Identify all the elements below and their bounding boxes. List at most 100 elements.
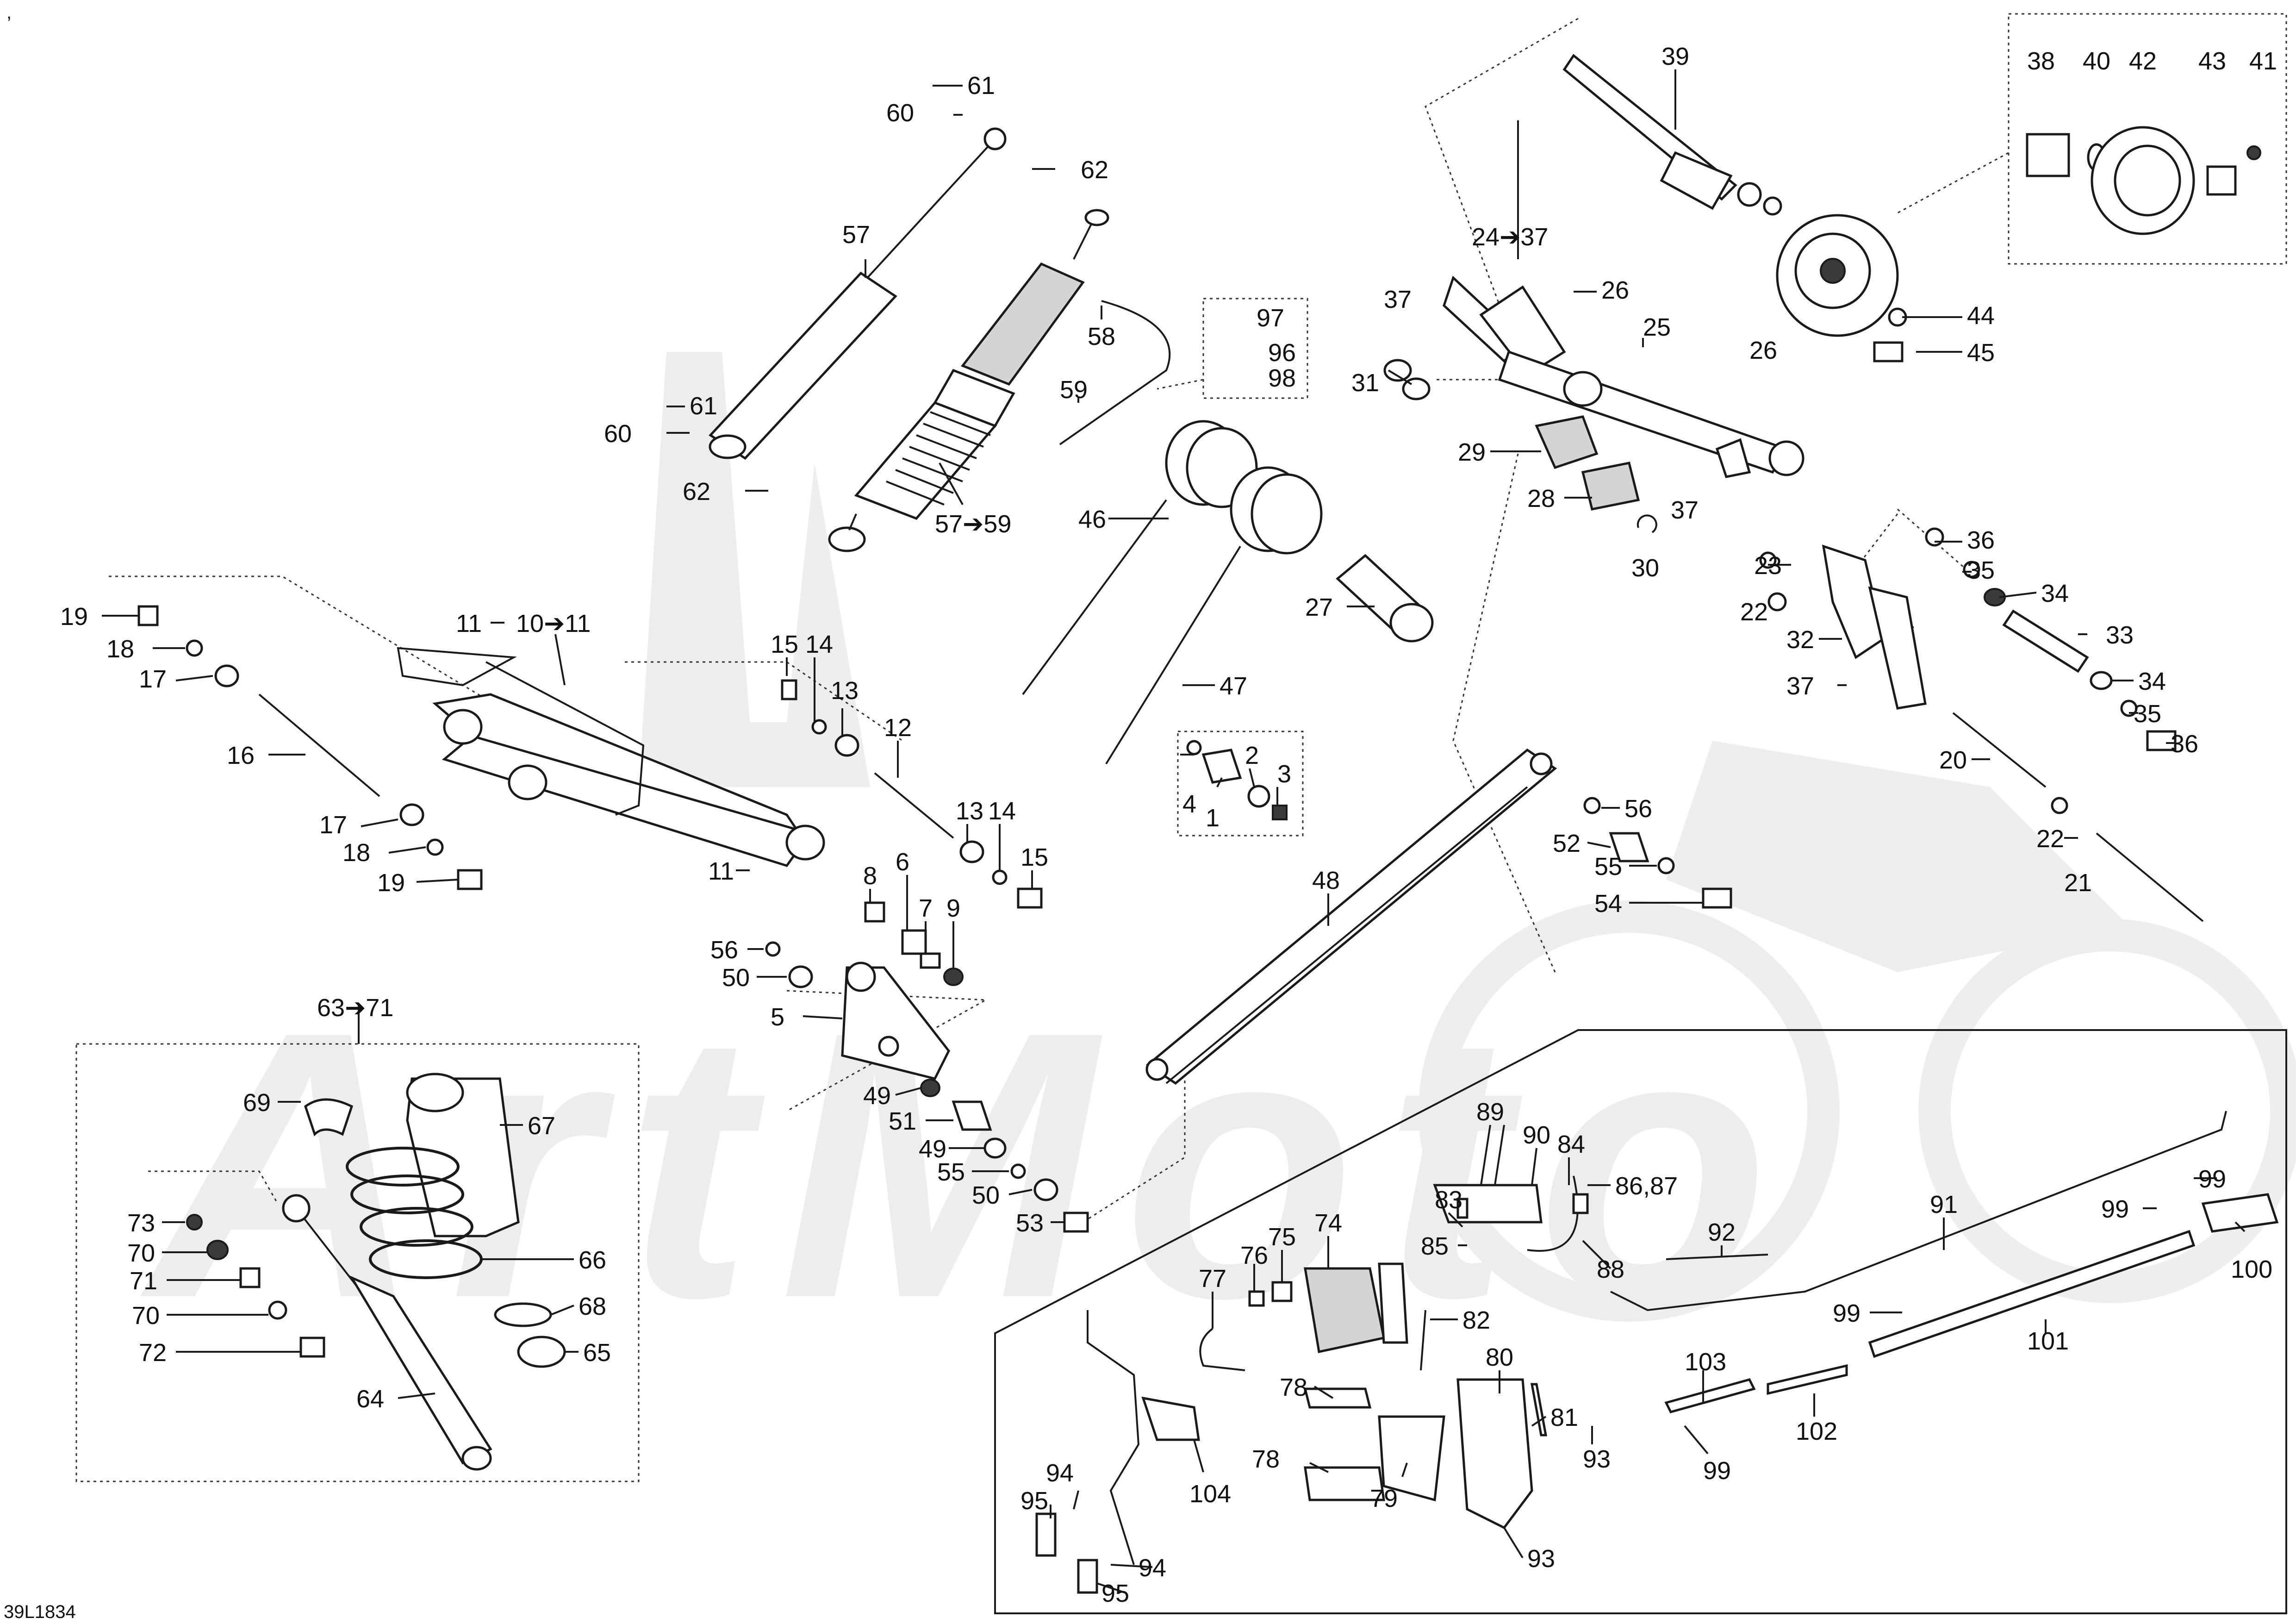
callout-15: 15: [771, 631, 798, 658]
callout-31: 31: [1351, 369, 1379, 397]
callout-42: 42: [2129, 47, 2157, 75]
leader-lines: [102, 69, 2246, 1593]
callout-64: 64: [356, 1385, 384, 1413]
swing-arm-24-37: [1443, 275, 1804, 478]
callout-58: 58: [1088, 323, 1115, 350]
group-box-63-71: [75, 1043, 640, 1482]
callout-54: 54: [1594, 890, 1622, 918]
callout-50: 50: [722, 964, 750, 992]
callout-18: 18: [106, 635, 134, 663]
callout-20: 20: [1939, 746, 1967, 774]
callout-90: 90: [1523, 1121, 1550, 1149]
callout-24-37: 24➔37: [1472, 223, 1548, 251]
callout-55: 55: [1594, 853, 1622, 881]
callout-11: 11: [708, 857, 734, 885]
callout-60: 60: [604, 420, 632, 448]
callout-49: 49: [919, 1135, 946, 1163]
callout-19: 19: [377, 869, 405, 897]
callout-85: 85: [1421, 1232, 1449, 1260]
callout-89: 89: [1476, 1098, 1504, 1126]
callout-37: 37: [1671, 496, 1699, 524]
callout-60: 60: [886, 99, 914, 127]
callout-66: 66: [579, 1246, 606, 1274]
group-box-97-98: [1202, 298, 1308, 399]
callout-72: 72: [139, 1339, 167, 1367]
callout-95: 95: [1020, 1487, 1048, 1515]
callout-77: 77: [1199, 1265, 1226, 1293]
callout-62: 62: [1081, 156, 1108, 184]
callout-86-87: 86,87: [1615, 1172, 1678, 1200]
callout-35: 35: [2134, 700, 2161, 728]
callout-53: 53: [1016, 1209, 1044, 1237]
callout-26: 26: [1749, 337, 1777, 364]
callout-50: 50: [972, 1181, 1000, 1209]
callout-95: 95: [1101, 1580, 1129, 1607]
hose-59: [1059, 300, 1171, 445]
idler-wheel-42: [1776, 214, 1907, 362]
callout-98: 98: [1268, 364, 1296, 392]
callout-75: 75: [1268, 1223, 1296, 1251]
callout-46: 46: [1078, 506, 1106, 533]
callout-69: 69: [243, 1089, 271, 1117]
callout-83: 83: [1435, 1186, 1462, 1214]
callout-65: 65: [583, 1339, 611, 1367]
callout-49: 49: [863, 1082, 891, 1110]
callout-99: 99: [2198, 1165, 2226, 1193]
callout-29: 29: [1458, 438, 1486, 466]
callout-48: 48: [1312, 867, 1340, 894]
callout-37: 37: [1786, 672, 1814, 700]
callout-82: 82: [1462, 1306, 1490, 1334]
callout-39: 39: [1661, 43, 1689, 70]
callout-5: 5: [771, 1003, 784, 1031]
callout-44: 44: [1967, 302, 1995, 330]
callout-34: 34: [2138, 668, 2166, 695]
rocker-5-hardware: [765, 901, 1089, 1233]
callout-8: 8: [863, 862, 877, 890]
callout-70: 70: [127, 1239, 155, 1267]
shaft-20: [1952, 712, 2047, 788]
callout-17: 17: [319, 811, 347, 839]
callout-38: 38: [2027, 47, 2055, 75]
callout-97: 97: [1257, 304, 1284, 332]
callout-84: 84: [1557, 1131, 1585, 1158]
rear-shock-63-71: [186, 1073, 566, 1471]
callout-11: 11: [456, 610, 482, 637]
callout-79: 79: [1370, 1485, 1398, 1512]
callout-56: 56: [1624, 795, 1652, 823]
watermark: ArtMoto: [136, 352, 2296, 1377]
callout-32: 32: [1786, 626, 1814, 654]
callout-80: 80: [1486, 1343, 1513, 1371]
callout-43: 43: [2198, 47, 2226, 75]
callout-88: 88: [1597, 1255, 1624, 1283]
callout-30: 30: [1631, 554, 1659, 582]
callout-14: 14: [988, 797, 1016, 825]
shaft-21: [2096, 832, 2204, 922]
callout-19: 19: [60, 603, 88, 631]
callout-16: 16: [227, 742, 255, 769]
callout-67: 67: [528, 1112, 555, 1140]
callout-99: 99: [1833, 1299, 1860, 1327]
stopper-29: [1535, 415, 1599, 469]
callout-37: 37: [1384, 286, 1412, 313]
clip-30: [1636, 514, 1657, 533]
callout-36: 36: [2171, 730, 2198, 758]
callout-23: 23: [1754, 552, 1782, 580]
callout-92: 92: [1708, 1218, 1736, 1246]
callout-101: 101: [2027, 1327, 2069, 1355]
callout-36: 36: [1967, 526, 1995, 554]
bushings-31: [1383, 359, 1431, 400]
bracket-32b: [1868, 586, 1927, 710]
spring-sleeve-27: [1336, 554, 1434, 643]
callout-3: 3: [1277, 760, 1291, 788]
group-box-1-4: [1177, 731, 1304, 837]
callout-96: 96: [1268, 339, 1296, 367]
callout-94: 94: [1046, 1459, 1074, 1487]
callout-1: 1: [1206, 804, 1220, 832]
callout-34: 34: [2041, 580, 2069, 607]
callout-93: 93: [1527, 1545, 1555, 1573]
callout-104: 104: [1189, 1480, 1231, 1508]
shaft-33: [2002, 609, 2089, 673]
callout-74: 74: [1314, 1209, 1342, 1237]
callout-51: 51: [889, 1107, 916, 1135]
